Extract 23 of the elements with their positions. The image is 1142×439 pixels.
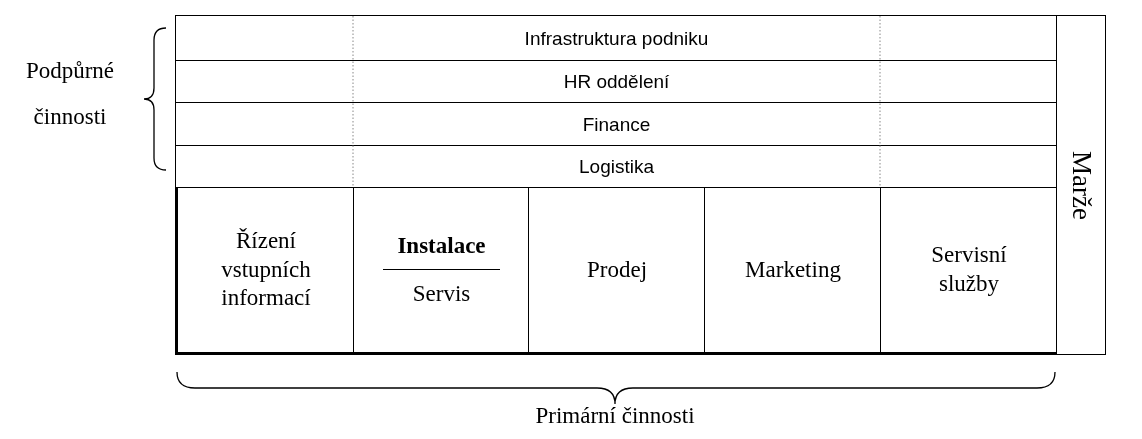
primary-activity-cell: [175, 187, 355, 355]
cell-text: Servis: [411, 279, 472, 308]
cell-text: Řízení vstupních informací: [220, 226, 312, 313]
primary-activity-cell: [353, 187, 530, 355]
cell-text: Marketing: [744, 255, 842, 284]
cell-heading: Instalace: [383, 231, 500, 270]
support-activity-band: [175, 60, 1058, 104]
support-activity-band: [175, 102, 1058, 147]
group-label: Primární činnosti: [534, 402, 696, 430]
cell-text: Infrastruktura podniku: [523, 27, 710, 50]
cell-text: Servisní služby: [930, 241, 1008, 298]
primary-activity-cell: [880, 187, 1058, 355]
group-label: Podpůrné činnosti: [24, 57, 116, 131]
margin-label: Marže: [1065, 150, 1098, 220]
cell-text: Finance: [581, 113, 652, 136]
primary-activity-cell: [528, 187, 706, 355]
cell-text: Prodej: [585, 255, 649, 284]
cell-text: HR oddělení: [562, 71, 671, 93]
support-activity-band: [175, 15, 1058, 62]
support-activity-band: [175, 145, 1058, 189]
primary-activity-cell: [704, 187, 882, 355]
cell-text: Logistika: [578, 156, 655, 178]
margin-column: [1056, 15, 1106, 355]
